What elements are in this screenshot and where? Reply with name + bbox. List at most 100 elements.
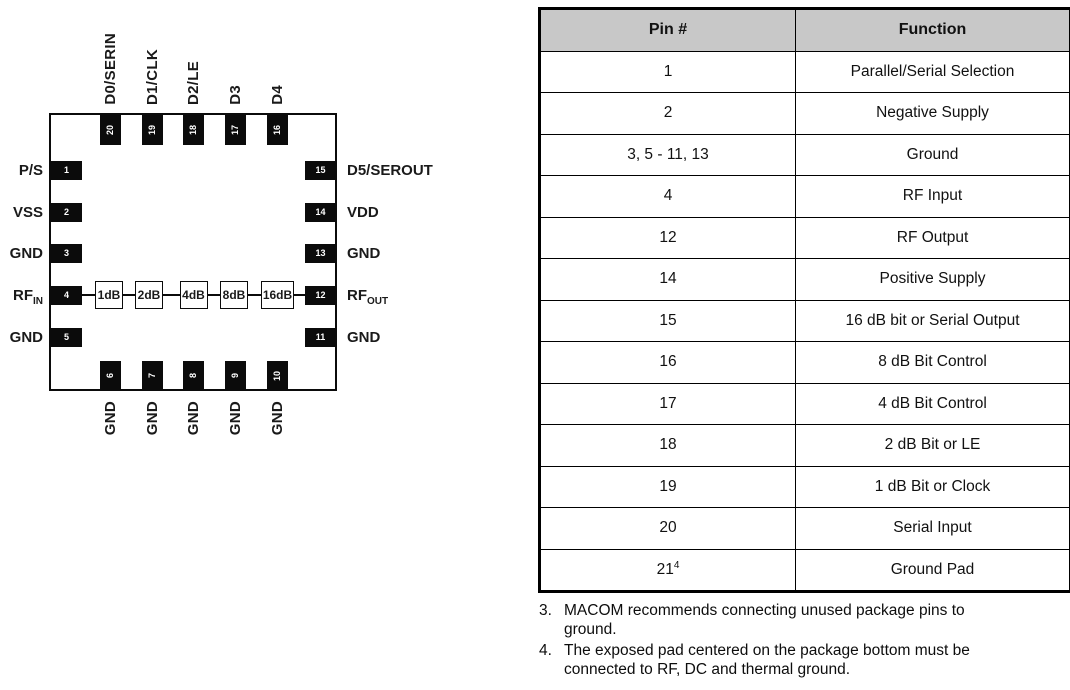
pin-label-right: GND xyxy=(347,328,381,346)
pin-pad-bottom: 6 xyxy=(100,361,121,391)
pin-label-subscript: IN xyxy=(33,295,43,307)
pin-label-left: RFIN xyxy=(13,286,43,307)
pin-number-cell: 2 xyxy=(539,92,796,135)
attenuator-block: 8dB xyxy=(220,281,248,309)
pin-number-cell: 12 xyxy=(539,216,796,259)
pin-label-left: GND xyxy=(9,244,43,262)
pin-label-right: RFOUT xyxy=(347,286,389,307)
pin-number-cell: 19 xyxy=(539,465,796,508)
pin-number: 14 xyxy=(315,207,326,217)
pin-label-right: D5/SEROUT xyxy=(347,161,433,179)
pin-number: 8 xyxy=(188,373,198,379)
pin-pad-right: 12 xyxy=(305,286,336,305)
pin-label-left: P/S xyxy=(18,161,43,179)
pin-number: 18 xyxy=(188,124,198,135)
footnotes: 3. MACOM recommends connecting unused pa… xyxy=(539,601,1019,681)
pin-number-cell: 14 xyxy=(539,258,796,301)
pin-pad-top: 18 xyxy=(183,115,204,145)
function-cell: Positive Supply xyxy=(795,258,1070,301)
pin-number: 13 xyxy=(315,248,326,258)
pin-pad-left: 1 xyxy=(51,161,82,180)
pin-number: 3 xyxy=(63,248,69,258)
pin-number: 16 xyxy=(272,124,282,135)
pin-number: 11 xyxy=(315,332,326,342)
footnote-3: 3. MACOM recommends connecting unused pa… xyxy=(539,601,1019,639)
function-cell: 4 dB Bit Control xyxy=(795,382,1070,425)
pin-number-cell: 16 xyxy=(539,341,796,384)
function-cell: Parallel/Serial Selection xyxy=(795,50,1070,93)
footnote-text: MACOM recommends connecting unused packa… xyxy=(564,602,965,638)
pin-number: 4 xyxy=(63,290,69,300)
pin-label-left: VSS xyxy=(12,203,43,221)
pin-label-bottom: GND xyxy=(143,401,161,436)
pin-number-cell: 3, 5 - 11, 13 xyxy=(539,133,796,176)
attenuator-block: 4dB xyxy=(179,281,208,309)
table-header-function: Function xyxy=(795,8,1070,52)
pin-label-right: GND xyxy=(347,244,381,262)
attenuator-block: 1dB xyxy=(95,281,123,309)
pin-number: 9 xyxy=(230,373,240,379)
pin-number: 15 xyxy=(315,165,326,175)
footnote-text: The exposed pad centered on the package … xyxy=(564,642,970,678)
attenuator-block: 2dB xyxy=(135,281,163,309)
pin-number: 2 xyxy=(63,207,69,217)
pin-pad-bottom: 9 xyxy=(225,361,246,391)
pin-pad-bottom: 10 xyxy=(267,361,288,391)
pin-label-top: D2/LE xyxy=(184,60,202,105)
pin-label-left: GND xyxy=(9,328,43,346)
pin-number: 19 xyxy=(147,124,157,135)
pin-label-top: D0/SERIN xyxy=(101,33,119,105)
pin-number-superscript: 4 xyxy=(673,560,680,572)
pin-number: 20 xyxy=(105,124,115,135)
function-cell: Negative Supply xyxy=(795,92,1070,135)
pin-pad-left: 4 xyxy=(51,286,82,305)
pin-label-bottom: GND xyxy=(226,401,244,436)
pin-pad-right: 13 xyxy=(305,244,336,263)
pin-number: 7 xyxy=(147,373,157,379)
pin-number: 1 xyxy=(63,165,69,175)
pin-pad-left: 2 xyxy=(51,203,82,222)
footnote-4: 4. The exposed pad centered on the packa… xyxy=(539,641,1019,679)
function-cell: RF Output xyxy=(795,216,1070,259)
pin-label-top: D1/CLK xyxy=(143,49,161,105)
pin-pad-top: 19 xyxy=(142,115,163,145)
pin-pad-right: 14 xyxy=(305,203,336,222)
footnote-number: 4. xyxy=(539,642,552,659)
function-cell: Ground xyxy=(795,133,1070,176)
pin-number-cell: 15 xyxy=(539,299,796,342)
pin-number-cell: 17 xyxy=(539,382,796,425)
pin-pad-right: 11 xyxy=(305,328,336,347)
function-cell: 16 dB bit or Serial Output xyxy=(795,299,1070,342)
table-header-row: Pin # Function xyxy=(539,8,1070,52)
chip-package-outline xyxy=(49,113,337,391)
pin-number-cell: 20 xyxy=(539,507,796,550)
pin-number-cell: 18 xyxy=(539,424,796,467)
function-cell: 8 dB Bit Control xyxy=(795,341,1070,384)
pin-pad-left: 5 xyxy=(51,328,82,347)
pin-pad-right: 15 xyxy=(305,161,336,180)
pin-number: 6 xyxy=(105,373,115,379)
pin-pad-bottom: 8 xyxy=(183,361,204,391)
pin-label-subscript: OUT xyxy=(367,295,389,307)
pin-number: 5 xyxy=(63,332,69,342)
function-cell: RF Input xyxy=(795,175,1070,218)
pin-pad-bottom: 7 xyxy=(142,361,163,391)
pin-pad-top: 20 xyxy=(100,115,121,145)
function-cell: 2 dB Bit or LE xyxy=(795,424,1070,467)
pin-label-bottom: GND xyxy=(101,401,119,436)
footnote-number: 3. xyxy=(539,602,552,619)
